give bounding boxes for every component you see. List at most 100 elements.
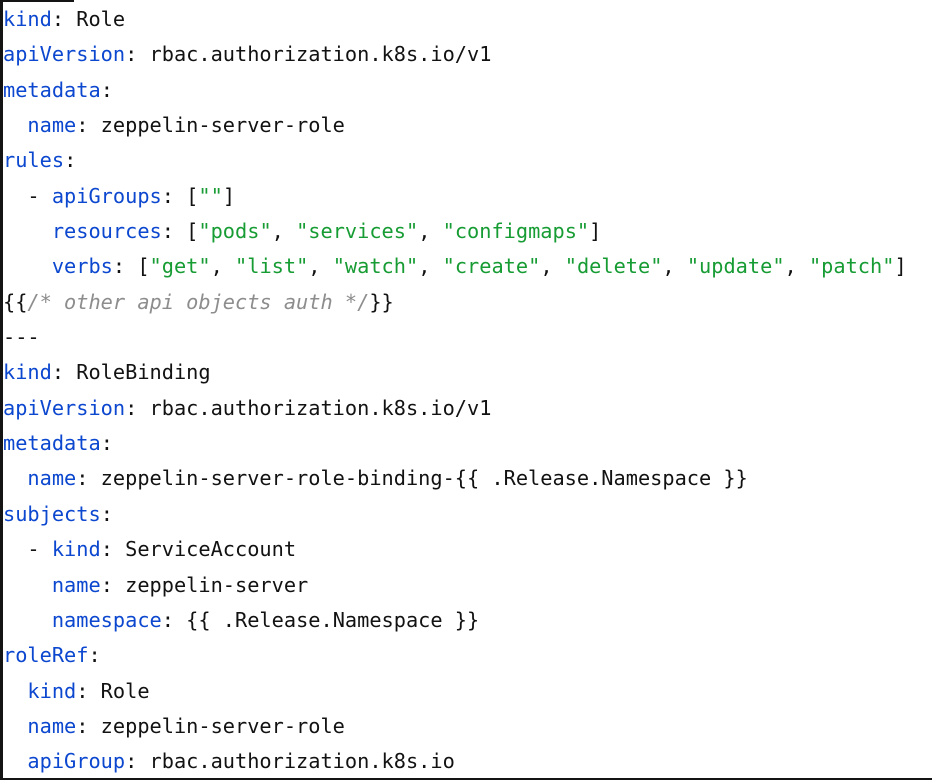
code-line: kind: RoleBinding — [3, 355, 932, 390]
code-token-key: rules — [3, 148, 65, 173]
code-token-key: name — [27, 113, 77, 138]
code-token-txt: , — [308, 254, 333, 279]
code-line: - kind: ServiceAccount — [3, 532, 932, 567]
code-token-key: verbs — [51, 254, 113, 279]
code-line: namespace: {{ .Release.Namespace }} — [3, 603, 932, 638]
code-line: kind: Role — [3, 2, 932, 37]
border-fragment-top — [0, 0, 74, 2]
code-token-txt: - — [3, 537, 52, 562]
code-line: name: zeppelin-server — [3, 568, 932, 603]
code-token-key: apiGroups — [51, 183, 162, 208]
code-token-txt — [3, 219, 52, 243]
code-token-txt: : — [100, 431, 113, 456]
code-token-txt — [3, 254, 52, 278]
code-token-txt: : RoleBinding — [51, 360, 211, 385]
code-token-txt: : — [100, 501, 113, 526]
code-token-txt: - — [3, 183, 52, 208]
code-line: metadata: — [3, 73, 932, 108]
code-token-str: "update" — [686, 254, 785, 279]
code-line: {{/* other api objects auth */}} — [3, 285, 932, 320]
code-token-txt: , — [784, 254, 809, 279]
code-token-txt: }} — [369, 289, 394, 314]
code-token-key: metadata — [3, 77, 101, 102]
code-token-txt: : Role — [51, 7, 126, 31]
code-token-txt — [3, 714, 27, 738]
code-token-key: kind — [3, 7, 52, 31]
code-token-str: "watch" — [332, 254, 419, 279]
code-line: kind: Role — [3, 674, 932, 709]
code-token-key: apiVersion — [3, 42, 126, 67]
code-line: name: zeppelin-server-role — [3, 108, 932, 143]
code-line: --- — [3, 320, 932, 355]
code-token-txt: : rbac.authorization.k8s.io/v1 — [125, 42, 492, 67]
code-token-txt: : zeppelin-server — [100, 572, 309, 597]
code-token-str: "configmaps" — [442, 219, 590, 244]
code-token-key: apiVersion — [3, 395, 126, 420]
code-token-key: name — [27, 713, 77, 738]
border-bottom — [0, 778, 932, 780]
code-token-str: "create" — [442, 254, 541, 279]
code-line: metadata: — [3, 426, 932, 461]
code-token-txt: , — [418, 254, 443, 279]
code-token-str: "patch" — [808, 254, 895, 279]
code-token-key: kind — [27, 678, 77, 703]
code-token-str: "delete" — [564, 254, 663, 279]
code-token-key: kind — [51, 537, 101, 562]
code-token-key: namespace — [51, 607, 162, 632]
code-token-txt: , — [662, 254, 687, 279]
code-token-txt — [3, 608, 52, 632]
code-token-cmt: /* other api objects auth */ — [27, 289, 370, 314]
code-token-txt: : [ — [161, 183, 199, 208]
code-token-str: "" — [198, 183, 223, 208]
code-token-txt: : Role — [76, 678, 150, 703]
code-token-txt: , — [271, 219, 297, 244]
border-left — [0, 0, 3, 780]
code-token-txt — [3, 466, 27, 490]
code-token-txt: ] — [894, 254, 907, 279]
code-token-txt: , — [418, 219, 443, 244]
code-token-txt: --- — [3, 325, 40, 350]
code-line: apiGroup: rbac.authorization.k8s.io — [3, 744, 932, 779]
code-line: verbs: ["get", "list", "watch", "create"… — [3, 249, 932, 284]
code-token-key: name — [27, 466, 77, 491]
code-line: apiVersion: rbac.authorization.k8s.io/v1 — [3, 391, 932, 426]
code-token-txt: : [ — [112, 254, 150, 279]
code-line: apiVersion: rbac.authorization.k8s.io/v1 — [3, 37, 932, 72]
code-line: resources: ["pods", "services", "configm… — [3, 214, 932, 249]
code-token-txt: : [ — [161, 219, 199, 244]
code-token-key: metadata — [3, 431, 101, 456]
code-token-txt: {{ — [3, 289, 28, 314]
code-token-key: subjects — [3, 501, 101, 526]
code-token-txt: : — [64, 148, 77, 173]
code-token-txt: : rbac.authorization.k8s.io — [125, 749, 455, 774]
code-token-txt: : {{ .Release.Namespace }} — [161, 607, 480, 632]
code-token-key: name — [51, 572, 101, 597]
code-token-txt: ] — [222, 183, 236, 208]
code-token-txt: : zeppelin-server-role — [76, 713, 345, 738]
code-token-txt — [3, 573, 52, 597]
code-token-txt — [3, 113, 27, 137]
code-token-str: "list" — [235, 254, 309, 279]
code-token-txt — [3, 749, 27, 773]
code-token-txt: : zeppelin-server-role — [76, 113, 345, 138]
code-token-str: "services" — [296, 219, 419, 244]
code-token-txt: : rbac.authorization.k8s.io/v1 — [125, 395, 492, 420]
code-line: subjects: — [3, 497, 932, 532]
code-line: - apiGroups: [""] — [3, 179, 932, 214]
code-line: roleRef: — [3, 638, 932, 673]
code-token-key: resources — [51, 219, 162, 244]
code-token-txt: ] — [589, 219, 602, 244]
code-token-txt: , — [540, 254, 565, 279]
code-token-txt: : — [100, 77, 113, 102]
code-token-txt: , — [210, 254, 236, 279]
code-token-txt: : ServiceAccount — [100, 537, 297, 562]
code-token-str: "pods" — [198, 219, 272, 244]
code-line: rules: — [3, 143, 932, 178]
code-line: name: zeppelin-server-role-binding-{{ .R… — [3, 461, 932, 496]
code-token-txt: : — [88, 643, 101, 668]
code-token-txt — [3, 679, 27, 703]
code-token-key: roleRef — [3, 643, 89, 668]
code-line: name: zeppelin-server-role — [3, 709, 932, 744]
